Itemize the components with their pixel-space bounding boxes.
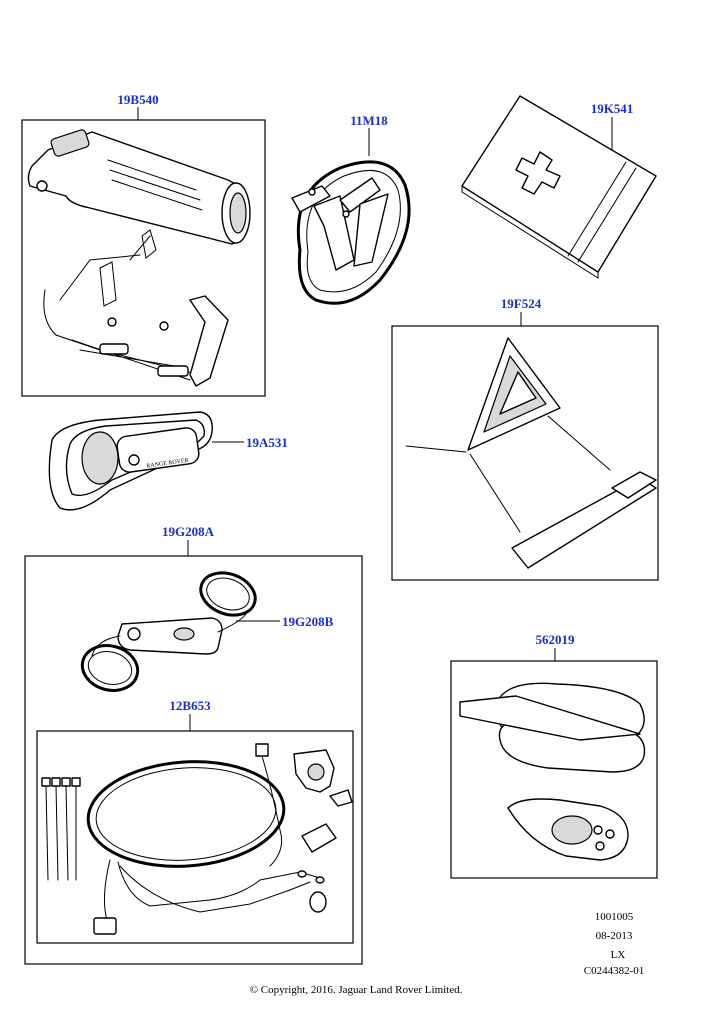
torch-brand-label: RANGE ROVER [146, 458, 189, 470]
reference-line-1: 1001005 [595, 911, 634, 923]
box-19F524 [391, 325, 659, 581]
wiring-kit-illustration [41, 743, 353, 935]
charger-cable-illustration [80, 571, 257, 692]
reference-line-2: 08-2013 [596, 930, 633, 942]
box-562019 [450, 660, 658, 879]
callout-19K541[interactable]: 19K541 [591, 101, 634, 116]
fire-extinguisher-illustration [27, 129, 251, 387]
reference-line-3: LX [611, 949, 626, 961]
box-19B540 [21, 119, 266, 397]
box-19G208A [24, 555, 363, 965]
warning-triangle-illustration [405, 337, 657, 569]
callout-11M18[interactable]: 11M18 [350, 113, 388, 128]
reference-line-4: C0244382-01 [584, 965, 645, 977]
torch-illustration: RANGE ROVER [48, 411, 213, 511]
jump-leads-illustration [291, 160, 411, 305]
callout-19A531[interactable]: 19A531 [246, 435, 288, 450]
first-aid-kit-illustration [461, 95, 657, 279]
box-12B653 [36, 730, 354, 944]
copyright-notice: © Copyright, 2016. Jaguar Land Rover Lim… [250, 984, 463, 996]
callout-12B653[interactable]: 12B653 [169, 698, 211, 713]
callout-19G208B[interactable]: 19G208B [282, 614, 334, 629]
callout-562019[interactable]: 562019 [536, 632, 576, 647]
key-fob-case-illustration [459, 682, 646, 861]
callout-19F524[interactable]: 19F524 [501, 296, 542, 311]
cable-ties [41, 777, 81, 881]
callout-19B540[interactable]: 19B540 [117, 92, 158, 107]
callout-19G208A[interactable]: 19G208A [162, 524, 215, 539]
